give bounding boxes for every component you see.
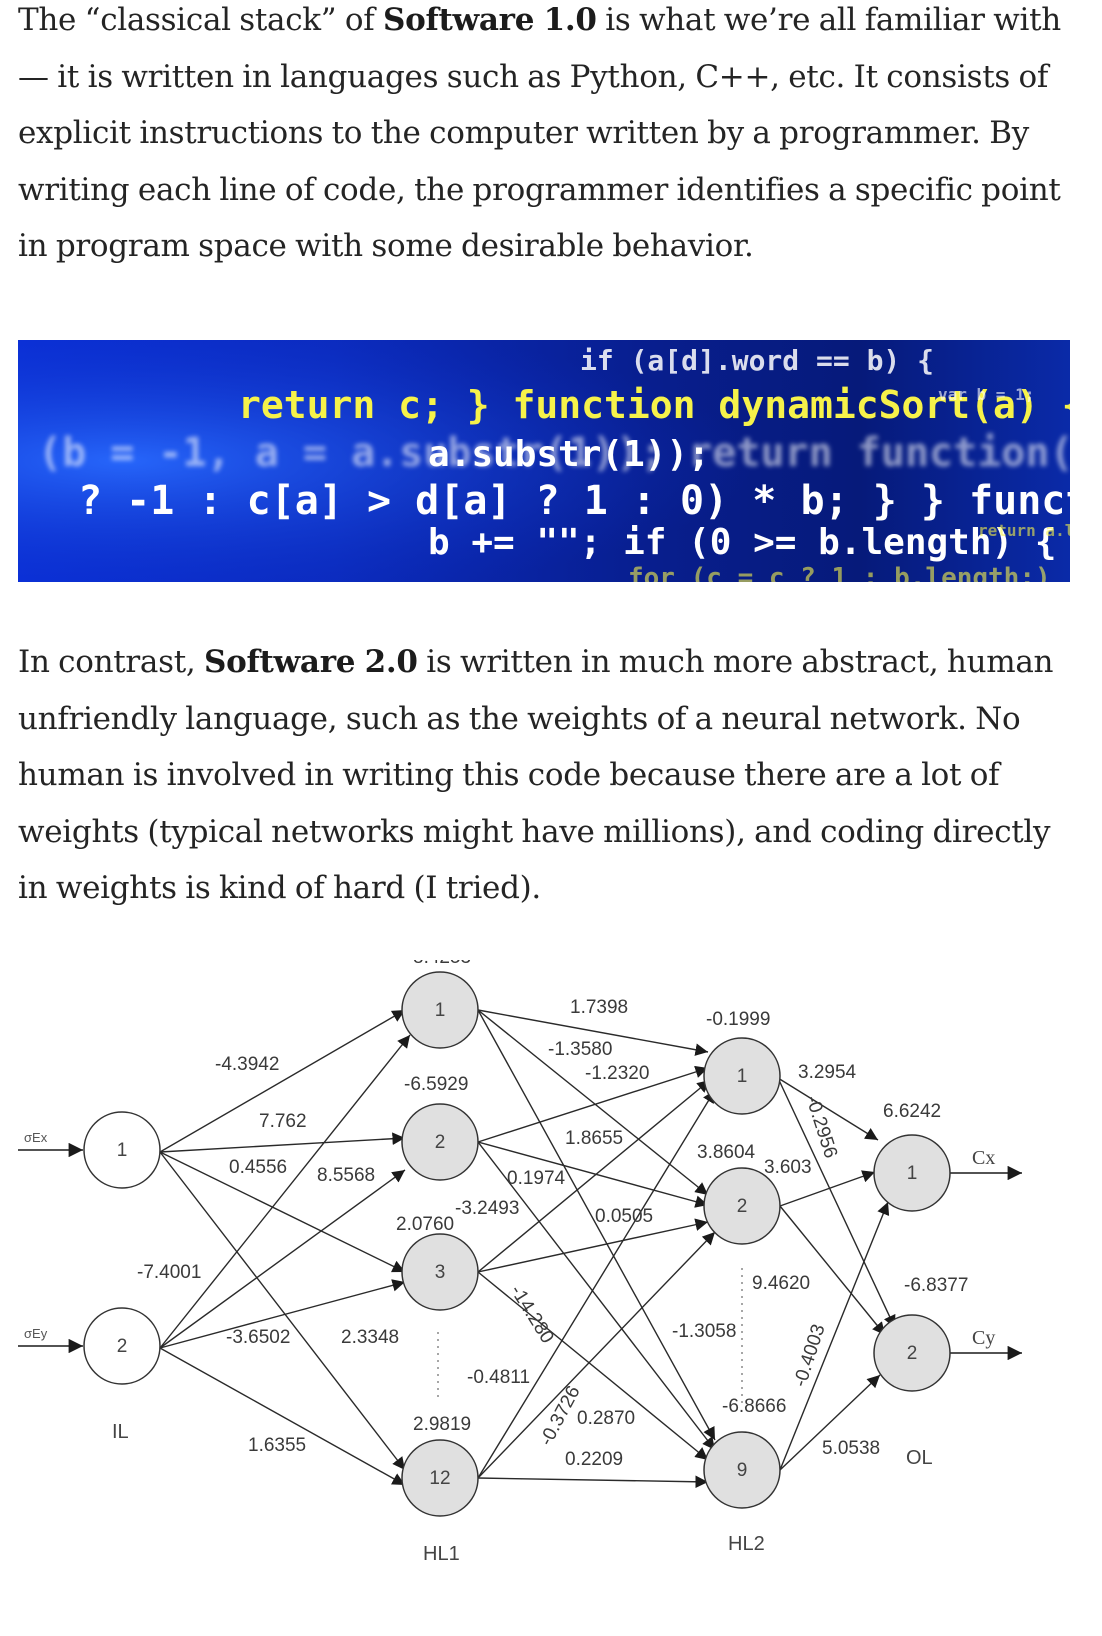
bias-hl1-12: 2.9819 [413,1414,471,1435]
code-line-4: ? -1 : c[a] > d[a] ? 1 : 0) * b; } } fun… [78,478,1070,524]
svg-text:9: 9 [737,1460,748,1481]
hl1-node-2: 2 [402,1104,478,1180]
weight-label: -6.8377 [904,1275,968,1296]
output-label-cx: Cx [972,1147,995,1169]
svg-text:2: 2 [117,1336,128,1357]
svg-text:2: 2 [435,1132,446,1153]
layer-label-il: IL [112,1421,129,1443]
para2-bold-term: Software 2.0 [204,644,418,680]
input-label-sigma-ex: σEx [24,1130,48,1145]
svg-text:12: 12 [429,1468,450,1489]
bias-hl1-1: 8.4253 [413,960,471,968]
hl2-node-2: 2 [704,1168,780,1244]
svg-text:2: 2 [737,1196,748,1217]
paragraph-software-1: The “classical stack” of Software 1.0 is… [18,0,1088,275]
weight-label: 9.4620 [752,1273,810,1294]
weight-label: -0.4003 [790,1322,830,1390]
code-line-3-sharp: a.substr(1)); [428,434,710,475]
svg-text:2: 2 [907,1343,918,1364]
hl1-node-12: 12 [402,1440,478,1516]
weight-label: 1.6355 [248,1435,306,1456]
weight-label: 0.2209 [565,1449,623,1470]
weight-label: 2.3348 [341,1327,399,1348]
il-node-2: 2 [84,1308,160,1384]
weight-label: 3.2954 [798,1062,857,1083]
para1-text-start: The “classical stack” of [18,2,383,38]
bias-hl1-2: -6.5929 [404,1074,468,1095]
edges-il-hl1 [160,1010,410,1485]
weight-label: -4.3942 [215,1054,279,1075]
bias-hl2-1: -0.1999 [706,1009,770,1030]
bias-ol-2: 5.0538 [822,1438,880,1459]
bias-hl2-9: -6.8666 [722,1396,786,1417]
para1-text-rest: is what we’re all familiar with — it is … [18,2,1061,264]
code-line-7: var b = 1; [938,385,1034,404]
layer-label-ol: OL [906,1447,933,1469]
svg-text:1: 1 [435,1000,446,1021]
svg-text:1: 1 [907,1163,918,1184]
weight-label: 0.4556 [229,1157,287,1178]
neural-network-diagram: σEx σEy Cx Cy 1 2 1 2 3 12 [10,960,1095,1636]
hl1-node-3: 3 [402,1234,478,1310]
weight-label: -1.3058 [672,1321,736,1342]
hl1-node-1: 1 [402,972,478,1048]
para2-text-rest: is written in much more abstract, human … [18,644,1053,906]
code-illustration-image: if (a[d].word == b) { return c; } functi… [18,340,1070,582]
weight-label: -1.3580 [548,1039,612,1060]
ol-node-2: 2 [874,1315,950,1391]
bias-hl1-3: 2.0760 [396,1214,454,1235]
weight-label: 3.603 [764,1157,812,1178]
svg-text:1: 1 [737,1066,748,1087]
svg-text:3: 3 [435,1262,446,1283]
weight-label: -1.2320 [585,1063,649,1084]
weight-label: 7.762 [259,1111,307,1132]
weight-label: 0.1974 [507,1168,566,1189]
input-label-sigma-ey: σEy [24,1326,48,1341]
weight-label: -7.4001 [137,1262,201,1283]
weight-label: 1.7398 [570,997,628,1018]
weight-label: -14.280 [506,1282,558,1348]
layer-label-hl1: HL1 [423,1543,460,1565]
para1-bold-term: Software 1.0 [383,2,597,38]
svg-text:1: 1 [117,1140,128,1161]
bias-ol-1: 6.6242 [883,1101,941,1122]
weight-label: 0.2870 [577,1408,635,1429]
code-line-6: for (c = c ? 1 : b.length;) [628,563,1051,582]
para2-text-start: In contrast, [18,644,204,680]
paragraph-software-2: In contrast, Software 2.0 is written in … [18,634,1088,917]
code-line-1: if (a[d].word == b) { [580,344,934,377]
code-line-5: b += ""; if (0 >= b.length) { [428,522,1057,563]
ol-node-1: 1 [874,1135,950,1211]
weight-label: 0.0505 [595,1206,653,1227]
weight-label: -0.4811 [467,1367,530,1388]
layer-label-hl2: HL2 [728,1533,765,1555]
weight-label: 1.8655 [565,1128,623,1149]
hl2-node-9: 9 [704,1432,780,1508]
weight-label: 8.5568 [317,1165,375,1186]
weight-label: -3.6502 [226,1327,290,1348]
bias-hl2-2: 3.8604 [697,1142,756,1163]
weight-label: -0.2956 [801,1093,841,1161]
output-label-cy: Cy [972,1327,995,1349]
il-node-1: 1 [84,1112,160,1188]
weight-label: -3.2493 [455,1198,519,1219]
hl2-node-1: 1 [704,1038,780,1114]
code-line-8: return a.le [978,521,1070,540]
